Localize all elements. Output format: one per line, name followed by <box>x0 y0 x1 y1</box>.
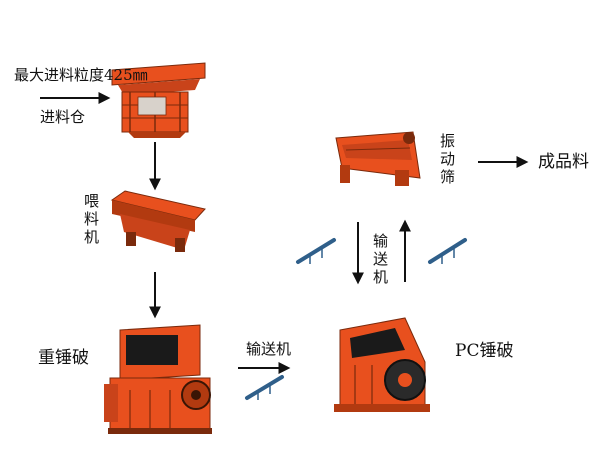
conveyor-horizontal-label: 输送机 <box>246 340 292 358</box>
feeder-label: 喂料机 <box>84 192 100 246</box>
vibrating-screen-machine <box>335 131 421 186</box>
conveyor-belt-right-machine <box>428 238 467 264</box>
max-feed-size-label: 最大进料粒度425㎜ <box>14 66 148 84</box>
heavy-hammer-crusher-machine <box>104 324 212 434</box>
pc-hammer-crusher-label: PC锤破 <box>455 341 514 361</box>
vibrating-screen-label: 振动筛 <box>440 132 456 186</box>
heavy-hammer-crusher-label: 重锤破 <box>38 348 89 368</box>
feed-bin-label: 进料仓 <box>40 108 86 126</box>
product-label: 成品料 <box>538 152 589 172</box>
conveyor-vertical-label: 输送机 <box>373 232 389 286</box>
vibrating-feeder-machine <box>110 190 206 252</box>
feed-bin-machine <box>111 62 206 138</box>
pc-hammer-crusher-machine <box>334 317 430 412</box>
conveyor-belt-bottom-machine <box>245 375 284 400</box>
conveyor-belt-left-machine <box>296 238 336 264</box>
